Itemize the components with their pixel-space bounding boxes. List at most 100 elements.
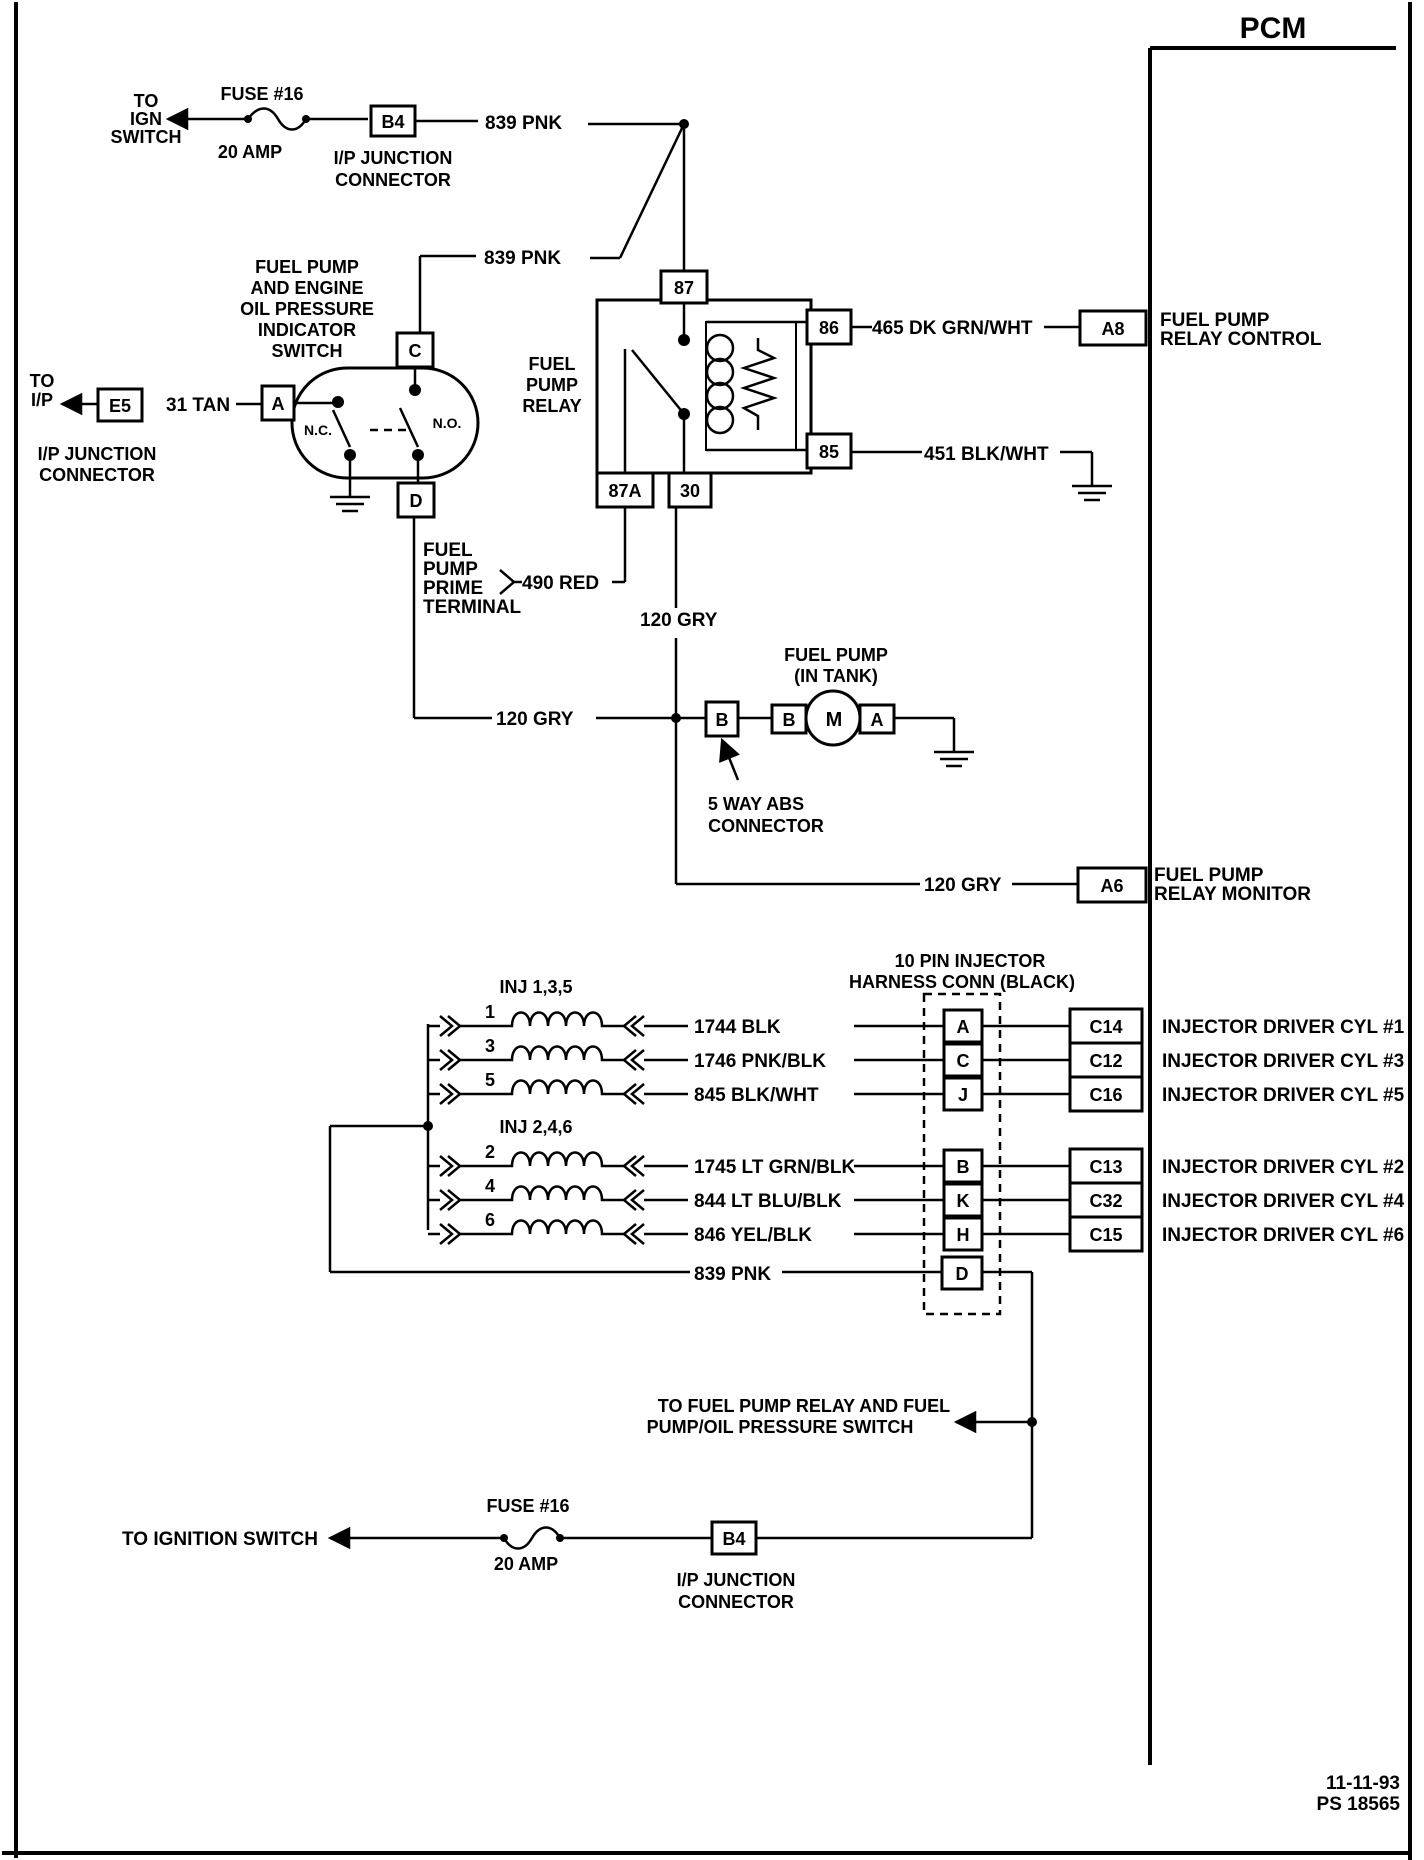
pcm-outline: PCM — [1148, 12, 1396, 1765]
to-ign-switch-label-2: IGN — [130, 109, 162, 129]
oil-switch-terminal-d: D — [410, 491, 423, 511]
to-relay-label-1: TO FUEL PUMP RELAY AND FUEL — [658, 1396, 950, 1416]
top-fuse-rating: 20 AMP — [218, 142, 282, 162]
fuel-pump-circuit: 120 GRY 120 GRY B B M A FUEL PUMP (IN TA… — [412, 507, 1311, 905]
top-fuse-name: FUSE #16 — [220, 84, 303, 104]
a6-label-1: FUEL PUMP — [1154, 865, 1264, 886]
relay-wire-451: 451 BLK/WHT — [924, 444, 1049, 465]
e5-label-1: I/P JUNCTION — [38, 444, 157, 464]
oil-switch-e5-connector: E5 — [109, 396, 131, 416]
top-b4-connector: B4 — [381, 112, 404, 132]
injector-wire: 844 LT BLU/BLK — [694, 1191, 842, 1212]
prime-label-3: PRIME — [423, 578, 483, 599]
injector-number: 2 — [485, 1142, 495, 1162]
bottom-fuse-rating: 20 AMP — [494, 1554, 558, 1574]
prime-label-1: FUEL — [423, 540, 473, 561]
injector-number: 3 — [485, 1036, 495, 1056]
injector-coil-icon — [460, 1079, 624, 1096]
feed-wire-839: 839 PNK — [694, 1264, 771, 1285]
top-fuse-symbol — [230, 107, 368, 131]
top-wire-839-2: 839 PNK — [484, 248, 561, 269]
relay-wire-465: 465 DK GRN/WHT — [872, 318, 1033, 339]
relay-label-2: PUMP — [526, 375, 578, 395]
harness-label-2: HARNESS CONN (BLACK) — [849, 972, 1075, 992]
to-ignition-switch-label: TO IGNITION SWITCH — [122, 1529, 318, 1550]
oil-switch-terminal-a: A — [272, 394, 285, 414]
top-b4-label-1: I/P JUNCTION — [334, 148, 453, 168]
fuel-pump-relay: FUEL PUMP RELAY 87 86 85 87A 30 465 DK G… — [522, 269, 1322, 509]
top-b4-label-2: CONNECTOR — [335, 170, 451, 190]
injector-coil-icon — [460, 1151, 624, 1168]
switch-wire-120: 120 GRY — [496, 709, 574, 730]
relay-label-3: RELAY — [522, 396, 581, 416]
oil-switch-no: N.O. — [433, 415, 462, 431]
footer-date: 11-11-93 — [1326, 1773, 1400, 1794]
abs-label-2: CONNECTOR — [708, 816, 824, 836]
bottom-b4-label-1: I/P JUNCTION — [677, 1570, 796, 1590]
pump-terminal-a: A — [871, 710, 884, 730]
bank1-label: INJ 1,3,5 — [499, 977, 572, 997]
injector-number: 5 — [485, 1070, 495, 1090]
a8-label-1: FUEL PUMP — [1160, 310, 1270, 331]
injector-coil-icon — [460, 1219, 624, 1236]
oil-switch-label-1: FUEL PUMP — [255, 257, 359, 277]
bottom-b4-label-2: CONNECTOR — [678, 1592, 794, 1612]
to-ip-label-2: I/P — [31, 390, 53, 410]
prime-wire-490: 490 RED — [522, 573, 599, 594]
injector-number: 4 — [485, 1176, 495, 1196]
injector-wire: 1744 BLK — [694, 1017, 781, 1038]
pcm-pin: C15 — [1089, 1225, 1122, 1245]
harness-pin: B — [957, 1157, 970, 1177]
prime-label-4: TERMINAL — [423, 597, 522, 618]
injector-wire: 1745 LT GRN/BLK — [694, 1157, 855, 1178]
harness-label-1: 10 PIN INJECTOR — [895, 951, 1046, 971]
oil-pressure-switch: FUEL PUMP AND ENGINE OIL PRESSURE INDICA… — [30, 257, 480, 519]
bottom-fuse-circuit: TO FUEL PUMP RELAY AND FUEL PUMP/OIL PRE… — [122, 1396, 1032, 1612]
oil-switch-nc: N.C. — [304, 422, 332, 438]
injector-driver-label: INJECTOR DRIVER CYL #2 — [1162, 1157, 1404, 1178]
oil-switch-label-3: OIL PRESSURE — [240, 299, 374, 319]
oil-switch-label-2: AND ENGINE — [250, 278, 363, 298]
footer: 11-11-93 PS 18565 — [1317, 1773, 1401, 1815]
bottom-fuse-symbol — [502, 1526, 562, 1550]
injector-driver-label: INJECTOR DRIVER CYL #1 — [1162, 1017, 1405, 1038]
injector-circuit: 10 PIN INJECTOR HARNESS CONN (BLACK) INJ… — [328, 951, 1075, 1538]
relay-terminal-87a: 87A — [608, 481, 641, 501]
pcm-pin: C32 — [1089, 1191, 1122, 1211]
pcm-pin: C16 — [1089, 1085, 1122, 1105]
harness-pin: K — [957, 1191, 970, 1211]
prime-label-2: PUMP — [423, 559, 478, 580]
harness-pin: H — [957, 1225, 970, 1245]
e5-label-2: CONNECTOR — [39, 465, 155, 485]
relay-label-1: FUEL — [529, 354, 576, 374]
pump-terminal-b: B — [783, 710, 796, 730]
injector-driver-label: INJECTOR DRIVER CYL #3 — [1162, 1051, 1404, 1072]
pump-label-2: (IN TANK) — [794, 666, 878, 686]
pcm-title: PCM — [1240, 12, 1307, 45]
injector-coil-icon — [460, 1011, 624, 1028]
top-fuse-circuit: TO IGN SWITCH FUSE #16 20 AMP B4 I/P JUN… — [111, 84, 689, 333]
injector-wire: 1746 PNK/BLK — [694, 1051, 826, 1072]
injector-driver-label: INJECTOR DRIVER CYL #5 — [1162, 1085, 1405, 1106]
monitor-wire-120: 120 GRY — [924, 875, 1002, 896]
injector-number: 1 — [485, 1002, 495, 1022]
oil-switch-label-5: SWITCH — [272, 341, 343, 361]
footer-code: PS 18565 — [1317, 1794, 1401, 1815]
oil-switch-terminal-c: C — [409, 341, 422, 361]
top-wire-839-1: 839 PNK — [485, 113, 562, 134]
injector-harness-connector — [922, 992, 1002, 1316]
to-ip-label-1: TO — [30, 371, 55, 391]
a8-label-2: RELAY CONTROL — [1160, 329, 1322, 350]
pcm-pin: C14 — [1089, 1017, 1122, 1037]
to-ign-switch-label-1: TO — [134, 91, 159, 111]
injector-coil-icon — [460, 1185, 624, 1202]
relay-terminal-85: 85 — [819, 442, 839, 462]
pcm-a8: A8 — [1101, 319, 1124, 339]
